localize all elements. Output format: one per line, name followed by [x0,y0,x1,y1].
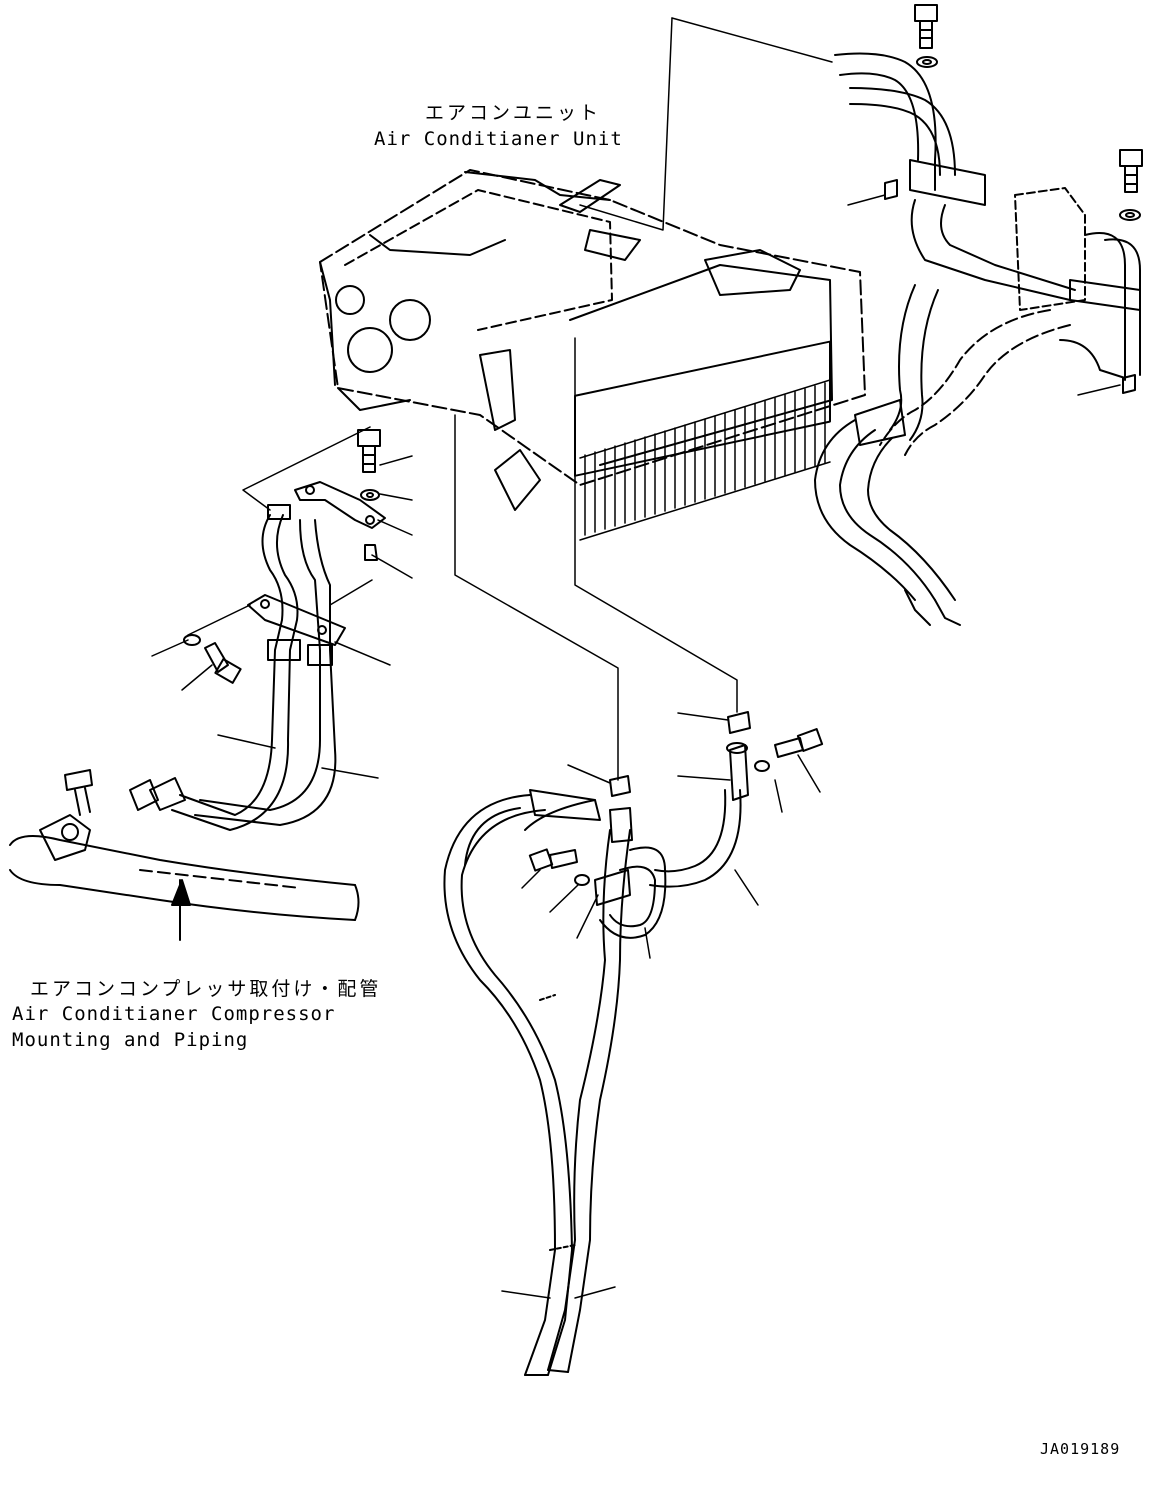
nut-icon [884,179,1136,394]
ac-unit-label-en: Air Conditianer Unit [374,128,623,150]
radiator-fins [579,379,831,541]
clamp-icon [609,711,751,797]
compressor-label-en-line1: Air Conditianer Compressor [12,1003,336,1025]
compressor-hose [9,769,360,941]
bolt-icon [357,429,381,561]
compressor-label-en-line2: Mounting and Piping [12,1029,249,1051]
arrow-icon [171,879,191,906]
refrigerant-pipes [129,504,337,831]
air-conditioner-unit [319,169,866,541]
lower-hoses [443,742,749,1376]
leader-lines [151,17,1121,1299]
drawing-id: JA019189 [1040,1440,1121,1458]
ac-unit-label-jp: エアコンユニット [425,102,602,124]
bolt-icon [528,728,824,886]
bolt-icon [1119,149,1143,221]
bolt-icon [183,634,242,684]
compressor-label-jp: エアコンコンプレッサ取付け・配管 [30,978,382,1000]
heater-hoses [814,52,1141,626]
bolt-icon [914,4,938,68]
pipe-bracket [247,481,386,646]
